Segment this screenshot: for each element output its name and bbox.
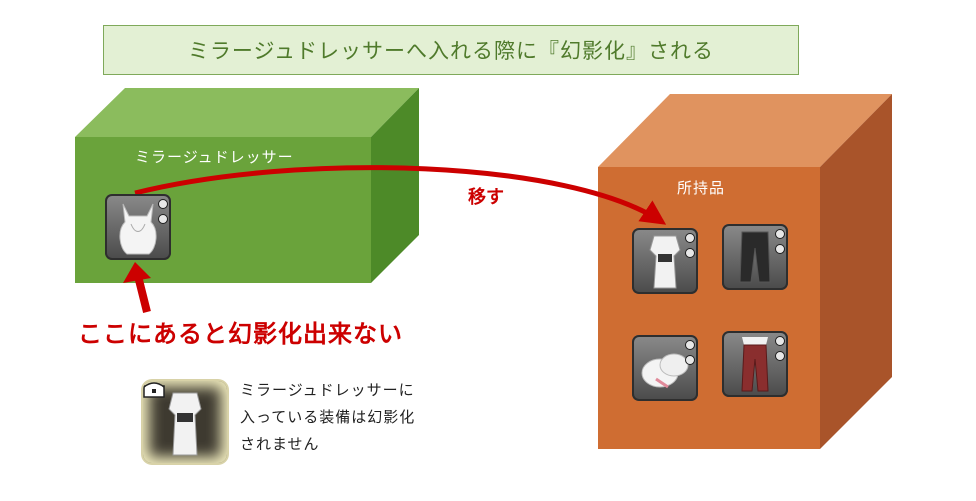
white-robe-icon <box>168 392 202 456</box>
inventory-item-slot[interactable] <box>632 228 698 294</box>
gear-icon <box>685 248 695 258</box>
inventory-box-side <box>820 94 892 449</box>
dresser-item-slot[interactable] <box>105 194 171 260</box>
inventory-item-slot[interactable] <box>722 331 788 397</box>
white-robe-icon <box>649 235 681 289</box>
gear-icon <box>685 340 695 350</box>
chest-icon <box>143 382 165 398</box>
gear-icon <box>775 229 785 239</box>
note-line: されません <box>240 435 320 453</box>
warning-arrow-head <box>123 262 151 283</box>
inventory-label: 所持品 <box>677 179 726 197</box>
inventory-item-slot[interactable] <box>722 224 788 290</box>
white-gloves-icon <box>641 353 689 389</box>
move-label: 移す <box>468 187 504 208</box>
gear-icon <box>685 355 695 365</box>
move-arrow <box>134 165 667 225</box>
dresser-box-side <box>371 88 419 283</box>
title-box: ミラージュドレッサーへ入れる際に『幻影化』される <box>103 25 799 75</box>
note-line: 入っている装備は幻影化 <box>240 408 416 426</box>
inventory-item-slot[interactable] <box>632 335 698 401</box>
note-line: ミラージュドレッサーに <box>240 381 415 399</box>
white-hood-icon <box>119 203 157 255</box>
inventory-box-front <box>598 167 820 449</box>
warning-text: ここにあると幻影化出来ない <box>78 320 403 348</box>
gear-icon <box>775 244 785 254</box>
dresser-label: ミラージュドレッサー <box>135 148 294 166</box>
dresser-box-top <box>75 88 419 137</box>
gear-icon <box>685 233 695 243</box>
gear-icon <box>158 214 168 224</box>
gear-icon <box>158 199 168 209</box>
note-text: ミラージュドレッサーに 入っている装備は幻影化 されません <box>240 377 460 458</box>
warning-arrow-shaft <box>134 275 151 313</box>
red-pants-icon <box>741 337 769 392</box>
title-text: ミラージュドレッサーへ入れる際に『幻影化』される <box>187 39 715 63</box>
gear-icon <box>775 351 785 361</box>
inventory-box-top <box>598 94 892 167</box>
sample-item-slot <box>143 381 227 463</box>
black-pants-icon <box>739 231 771 283</box>
gear-icon <box>775 336 785 346</box>
